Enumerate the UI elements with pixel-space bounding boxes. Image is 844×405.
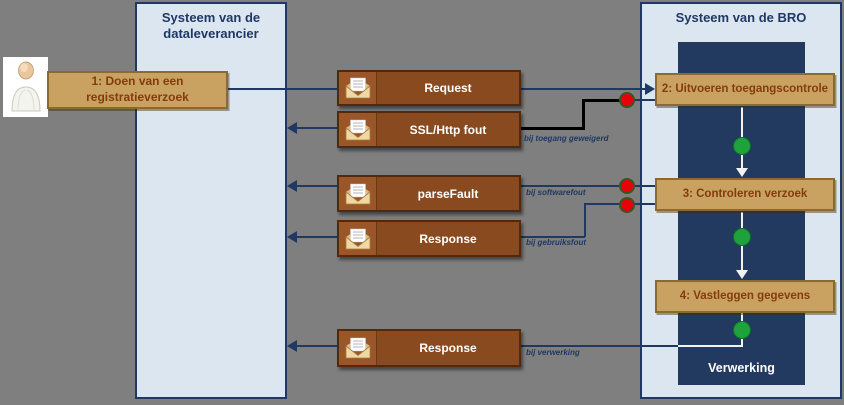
green-status-dot-1 [733, 137, 751, 155]
ssl-stub-line [627, 99, 655, 101]
message-label: SSL/Http fout [409, 122, 487, 137]
step-1-registratieverzoek: 1: Doen van een registratieverzoek [47, 71, 228, 109]
green-status-dot-2 [733, 228, 751, 246]
red-status-dot-gebruiksfout [619, 197, 635, 213]
envelope-icon [339, 222, 377, 255]
condition-gebruiksfout: bij gebruiksfout [526, 238, 586, 247]
red-status-dot-parsefault [619, 178, 635, 194]
final-response-arrowhead [287, 340, 297, 352]
message-response-gebruiksfout: Response [337, 220, 521, 257]
actor-box [3, 57, 48, 117]
panel-title-bro: Systeem van de BRO [675, 10, 807, 25]
envelope-icon [339, 331, 377, 365]
ssl-fault-line-bottom [521, 127, 585, 130]
parsefault-arrowhead [287, 180, 297, 192]
message-ssl-http-fout: SSL/Http fout [337, 111, 521, 148]
person-icon [6, 58, 46, 117]
message-label: Response [419, 341, 477, 355]
processing-label: Verwerking [708, 361, 775, 375]
ssl-fault-line-vertical [582, 99, 585, 130]
ssl-return-arrowhead [287, 122, 297, 134]
flow-arrowhead-step4 [736, 270, 748, 279]
green-status-dot-3 [733, 321, 751, 339]
ssl-fault-line-top [583, 99, 629, 102]
message-label: Response [419, 231, 477, 246]
red-status-dot-toegangscontrole [619, 92, 635, 108]
message-parsefault: parseFault [337, 175, 521, 212]
condition-toegang-geweigerd: bij toegang geweigerd [524, 134, 609, 143]
panel-title-dataleverancier: Systeem van de dataleverancier [161, 10, 261, 42]
message-label: parseFault [417, 186, 479, 201]
flow-arrowhead-step3 [736, 168, 748, 177]
response-line-vertical [584, 203, 586, 237]
envelope-icon [339, 177, 377, 210]
message-request: Request [337, 70, 521, 106]
request-arrowhead [645, 83, 655, 95]
message-label: Request [424, 81, 472, 95]
condition-softwarefout: bij softwarefout [526, 188, 586, 197]
panel-dataleverancier: Systeem van de dataleverancier [135, 2, 287, 399]
envelope-icon [339, 72, 377, 104]
step-2-toegangscontrole: 2: Uitvoeren toegangscontrole [655, 73, 835, 106]
final-response-line-inner [678, 345, 743, 347]
step-4-vastleggen-gegevens: 4: Vastleggen gegevens [655, 280, 835, 313]
response-arrowhead [287, 231, 297, 243]
envelope-icon [339, 113, 377, 146]
message-response-verwerking: Response [337, 329, 521, 367]
condition-verwerking: bij verwerking [526, 348, 580, 357]
step-3-controleren-verzoek: 3: Controleren verzoek [655, 178, 835, 211]
ssl-return-line [290, 127, 338, 129]
